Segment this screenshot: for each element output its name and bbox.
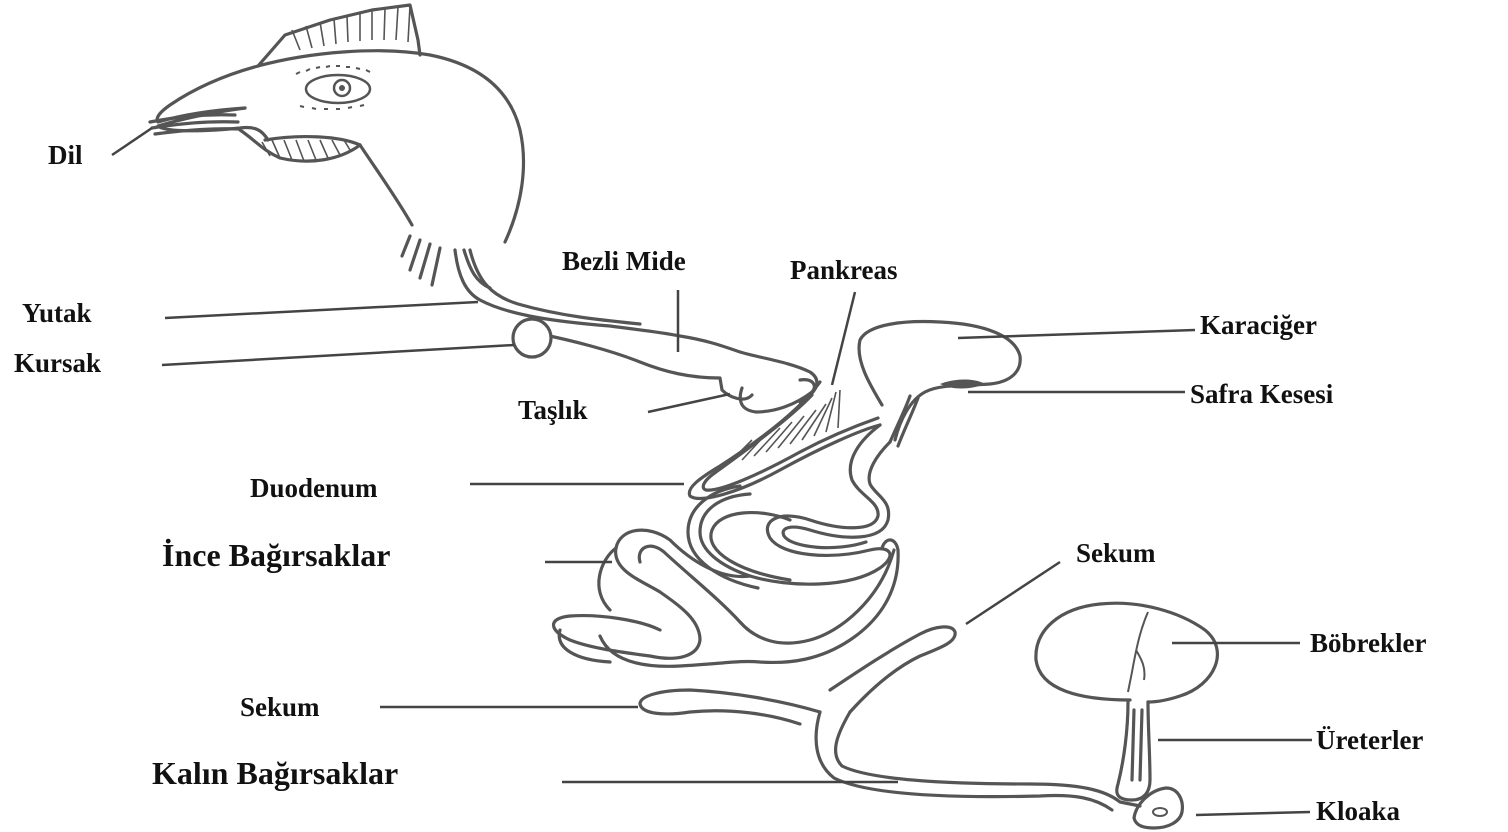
label-dil: Dil	[48, 140, 83, 170]
neck-front	[360, 145, 412, 225]
chicken-head	[150, 5, 524, 285]
liver	[859, 322, 1020, 440]
label-bezli-mide: Bezli Mide	[562, 246, 686, 276]
throat-lines	[402, 236, 440, 285]
label-sekum-right: Sekum	[1076, 538, 1156, 568]
kidney	[1036, 603, 1218, 702]
crop	[513, 319, 551, 357]
label-ince-bagirsaklar: İnce Bağırsaklar	[162, 537, 390, 573]
wattle	[240, 130, 360, 161]
label-sekum-left: Sekum	[240, 692, 320, 722]
kidney-vein	[1128, 612, 1148, 692]
label-safra-kesesi: Safra Kesesi	[1190, 379, 1334, 409]
label-kloaka: Kloaka	[1316, 796, 1401, 826]
label-bobrekler: Böbrekler	[1310, 628, 1427, 658]
label-taslik: Taşlık	[518, 395, 588, 425]
cecum-left	[640, 690, 820, 724]
labels: Dil Yutak Kursak Bezli Mide Pankreas Taş…	[14, 140, 1427, 826]
label-kalin-bagirsaklar: Kalın Bağırsaklar	[152, 755, 398, 791]
eye	[296, 66, 370, 109]
label-karaciger: Karaciğer	[1200, 310, 1317, 340]
label-kursak: Kursak	[14, 348, 101, 378]
label-ureterler: Üreterler	[1316, 725, 1423, 755]
label-yutak: Yutak	[22, 298, 92, 328]
label-pankreas: Pankreas	[790, 255, 898, 285]
label-duodenum: Duodenum	[250, 473, 378, 503]
